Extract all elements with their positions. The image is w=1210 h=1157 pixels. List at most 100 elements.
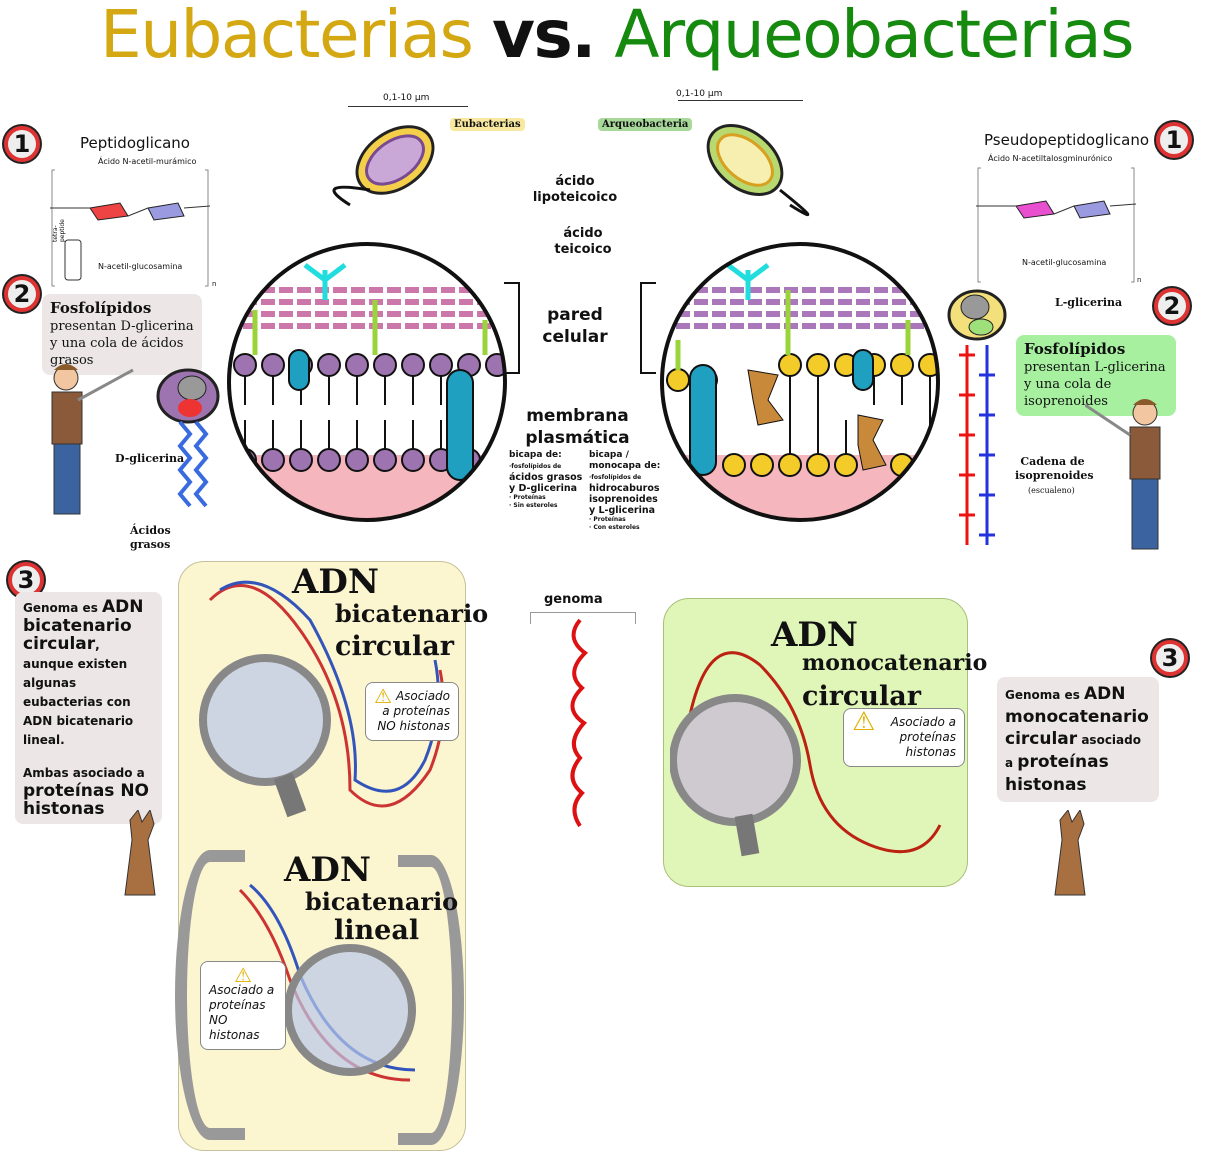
archaea-badge: Arqueobacteria [598,118,693,131]
scientist-figure-right [1085,399,1161,550]
note-text: asociado a [1005,733,1141,770]
nag-label-right: N-acetil-glucosamina [1022,258,1107,267]
list-line: ·fosfolípidos de [589,474,642,481]
dna-heading: monocatenario [802,650,988,676]
nag-label: N-acetil-glucosamina [98,262,183,271]
genome-note-right: Genoma es ADN monocatenario circular aso… [997,677,1159,802]
list-line: · Proteínas [589,516,626,523]
list-line: y L-glicerina [589,505,655,516]
page-title: Eubacterias vs. Arqueobacterias [100,0,1208,73]
squalene-label: (escualeno) [1028,486,1075,495]
note-text: Genoma es [1005,688,1085,702]
isoprenoid-chain-label: Cadena de isoprenoides [1015,455,1094,482]
number-badge: 2 [4,276,40,312]
list-line: y D-glicerina [509,483,578,494]
genome-label: genoma [544,592,603,607]
eubacteria-cell-icon [332,125,435,207]
scientist-figure-left [51,364,134,515]
list-line: · Sin esteroles [509,502,558,509]
list-line: bicapa / [589,450,629,460]
dna-heading: circular [802,681,921,712]
number-badge: 1 [1156,122,1192,158]
pseudopeptidoglycan-title: Pseudopeptidoglicano [984,131,1150,149]
teichoic-label: ácido teicoico [554,226,612,257]
membrane-label: membrana plasmática [525,406,630,448]
eubacteria-badge: Eubacterias [450,118,525,131]
title-eubacteria: Eubacterias [100,0,474,73]
note-emphasis: ADN bicatenario circular [23,597,144,654]
list-line: monocapa de: [589,461,661,471]
title-vs: vs. [491,0,596,73]
fatty-acids-label: Ácidos grasos [130,524,171,551]
warning-icon: ⚠ [852,707,876,737]
bold-term: Fosfolípidos [1024,340,1126,358]
note-text: , aunque existen algunas eubacterias con… [23,638,134,747]
note-text: Ambas asociado a [23,766,145,780]
bracket-left [504,282,520,374]
n-label: n [1137,276,1142,284]
warning-icon: ⚠ [234,963,252,987]
list-line: ácidos grasos [509,472,583,483]
note-emphasis: proteínas histonas [1005,752,1109,795]
n-label: n [212,280,217,288]
eubacteria-membrane-zoom [227,242,507,522]
tetrapeptide-label: tetra-peptide [52,219,66,242]
warning-note-1: ⚠Asociado a proteínas NO histonas [365,682,459,741]
warning-text: Asociado a proteínas histonas [890,715,956,759]
scale-bar-right [678,100,803,101]
genome-bracket [530,612,636,624]
dna-heading: ADN [292,562,379,602]
linear-dsdna-illustration [238,883,416,1082]
number-badge: 3 [1152,640,1188,676]
archaea-membrane-zoom [660,242,940,522]
dna-heading: ADN [284,850,371,890]
dna-heading: bicatenario [335,599,489,628]
number-badge: 1 [4,126,40,162]
number-badge: 3 [8,562,44,598]
warning-text: Asociado a proteínas NO histonas [377,689,450,733]
dna-heading: ADN [771,615,858,655]
list-line: bicapa de: [509,450,562,460]
pseudopeptidoglycan-structure [976,167,1136,283]
archaea-cell-icon [706,124,810,216]
dog-figure-right [1054,810,1086,896]
dna-heading: circular [335,631,454,662]
note-emphasis: proteínas NO histonas [23,781,150,819]
list-line: isoprenoides [589,494,658,505]
circular-ssdna-illustration [670,651,942,857]
warning-icon: ⚠ [374,684,392,708]
warning-note-2: ⚠Asociado a proteínas NO histonas [200,961,286,1050]
lipoteichoic-label: ácido lipoteicoico [532,174,618,205]
list-line: · Con esteroles [589,524,640,531]
number-badge: 2 [1154,288,1190,324]
nat-label: Ácido N-acetiltalosgminurónico [988,154,1113,163]
genome-note-left: Genoma es ADN bicatenario circular, aunq… [15,592,162,824]
bracket-right [640,282,656,374]
archaea-membrane-list: bicapa / monocapa de: ·fosfolípidos de h… [589,450,669,532]
peptidoglycan-structure [50,169,210,287]
phospholipid-dglycerol [156,368,220,508]
note-text: presentan D-glicerina y una cola de ácid… [50,319,194,368]
list-line: · Proteínas [509,494,546,501]
warning-text: Asociado a proteínas NO histonas [209,983,275,1042]
dna-heading: bicatenario [305,887,459,916]
note-emphasis: ADN monocatenario circular [1005,684,1149,749]
peptidoglycan-title: Peptidoglicano [80,134,190,152]
bold-term: Fosfolípidos [50,299,152,317]
phospholipid-lglycerol [947,289,1007,545]
title-archaea: Arqueobacterias [614,0,1134,73]
phospholipid-note-left: Fosfolípidos presentan D-glicerina y una… [42,294,202,375]
list-line: ·fosfolípidos de [509,463,562,470]
dog-figure-left [124,810,156,896]
note-text: Genoma es [23,601,103,615]
cell-wall-label: pared celular [542,305,608,347]
phospholipid-note-right: Fosfolípidos presentan L-glicerina y una… [1016,335,1176,416]
d-glycerol-label: D-glicerina [115,452,185,465]
scale-label-right: 0,1-10 µm [676,89,723,99]
linear-genome-illustration [570,618,589,828]
nam-label: Ácido N-acetil-murámico [98,157,197,166]
scale-bar-left [348,106,468,107]
scale-label-left: 0,1-10 µm [383,93,430,103]
list-line: hidrocaburos [589,483,660,494]
warning-note-3: ⚠ Asociado a proteínas histonas [843,708,965,767]
